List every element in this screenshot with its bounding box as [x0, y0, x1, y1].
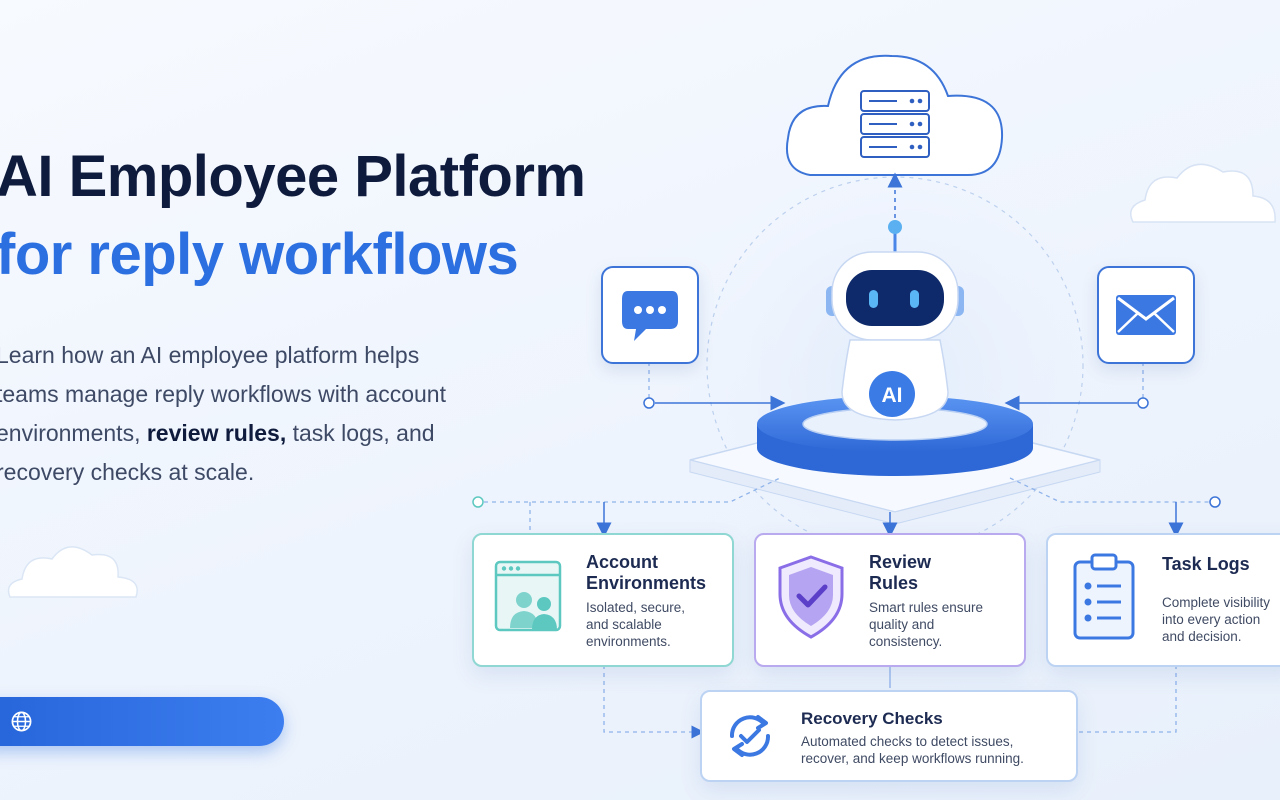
tasks-connector	[1009, 477, 1209, 503]
account-environments-text: Isolated, secure, and scalable environme…	[586, 599, 685, 650]
review-text-line-2: quality and	[869, 617, 935, 632]
review-text-line-1: Smart rules ensure	[869, 600, 984, 615]
robot-ai-badge: AI	[882, 384, 903, 407]
accounts-connector	[484, 477, 781, 503]
chat-bubble-icon	[622, 291, 678, 341]
task-logs-card: Task Logs Complete visibility into every…	[1046, 533, 1280, 667]
account-text-line-2: and scalable	[586, 617, 662, 632]
task-logs-title: Task Logs	[1162, 554, 1250, 574]
recovery-checks-card: Recovery Checks Automated checks to dete…	[700, 690, 1078, 782]
recovery-checks-text: Automated checks to detect issues, recov…	[801, 733, 1024, 767]
review-title-line-2: Rules	[869, 573, 919, 593]
mail-icon	[1116, 295, 1176, 335]
review-rules-title: Review Rules	[869, 552, 931, 594]
title-line-1: AI Employee Platform	[0, 144, 586, 209]
shield-check-icon	[778, 555, 844, 639]
cta-button[interactable]	[0, 697, 284, 746]
account-environments-title: Account Environments	[586, 552, 706, 594]
title-line-2: for reply workflows	[0, 222, 519, 287]
tasks-text-line-1: Complete visibility	[1162, 595, 1271, 610]
tasks-text-line-3: and decision.	[1162, 629, 1242, 644]
background-cloud-right	[1130, 163, 1276, 223]
recovery-connector-left	[603, 665, 705, 739]
recovery-text-line-1: Automated checks to detect issues,	[801, 734, 1014, 749]
description-bold-text: review rules,	[146, 420, 287, 446]
ai-robot	[826, 220, 964, 421]
recovery-text-line-2: recover, and keep workflows running.	[801, 751, 1024, 766]
description-text-end: task logs, and recovery checks at scale.	[0, 420, 435, 485]
page-description: Learn how an AI employee platform helps …	[0, 336, 466, 492]
background-cloud-left	[7, 546, 138, 598]
tasks-text-line-2: into every action	[1162, 612, 1261, 627]
task-logs-text: Complete visibility into every action an…	[1162, 594, 1270, 645]
review-title-line-1: Review	[869, 552, 932, 572]
mail-channel-box	[1097, 266, 1195, 364]
account-text-line-3: environments.	[586, 634, 671, 649]
review-text-line-3: consistency.	[869, 634, 943, 649]
globe-icon	[11, 711, 32, 732]
review-rules-text: Smart rules ensure quality and consisten…	[869, 599, 983, 650]
account-title-line-2: Environments	[586, 573, 707, 593]
recovery-checks-title: Recovery Checks	[801, 709, 943, 728]
server-icon	[860, 90, 930, 158]
recovery-connector-right	[1076, 665, 1177, 733]
page-title: AI Employee Platform for reply workflows	[0, 138, 586, 294]
refresh-check-icon	[729, 715, 771, 757]
description-text-start: Learn how an AI employee platform helps …	[0, 342, 446, 446]
users-window-icon	[494, 560, 562, 632]
review-rules-card: Review Rules Smart rules ensure quality …	[754, 533, 1026, 667]
account-title-line-1: Account	[586, 552, 658, 572]
clipboard-list-icon	[1073, 553, 1135, 640]
chat-channel-box	[601, 266, 699, 364]
account-environments-card: Account Environments Isolated, secure, a…	[472, 533, 734, 667]
account-text-line-1: Isolated, secure,	[586, 600, 686, 615]
